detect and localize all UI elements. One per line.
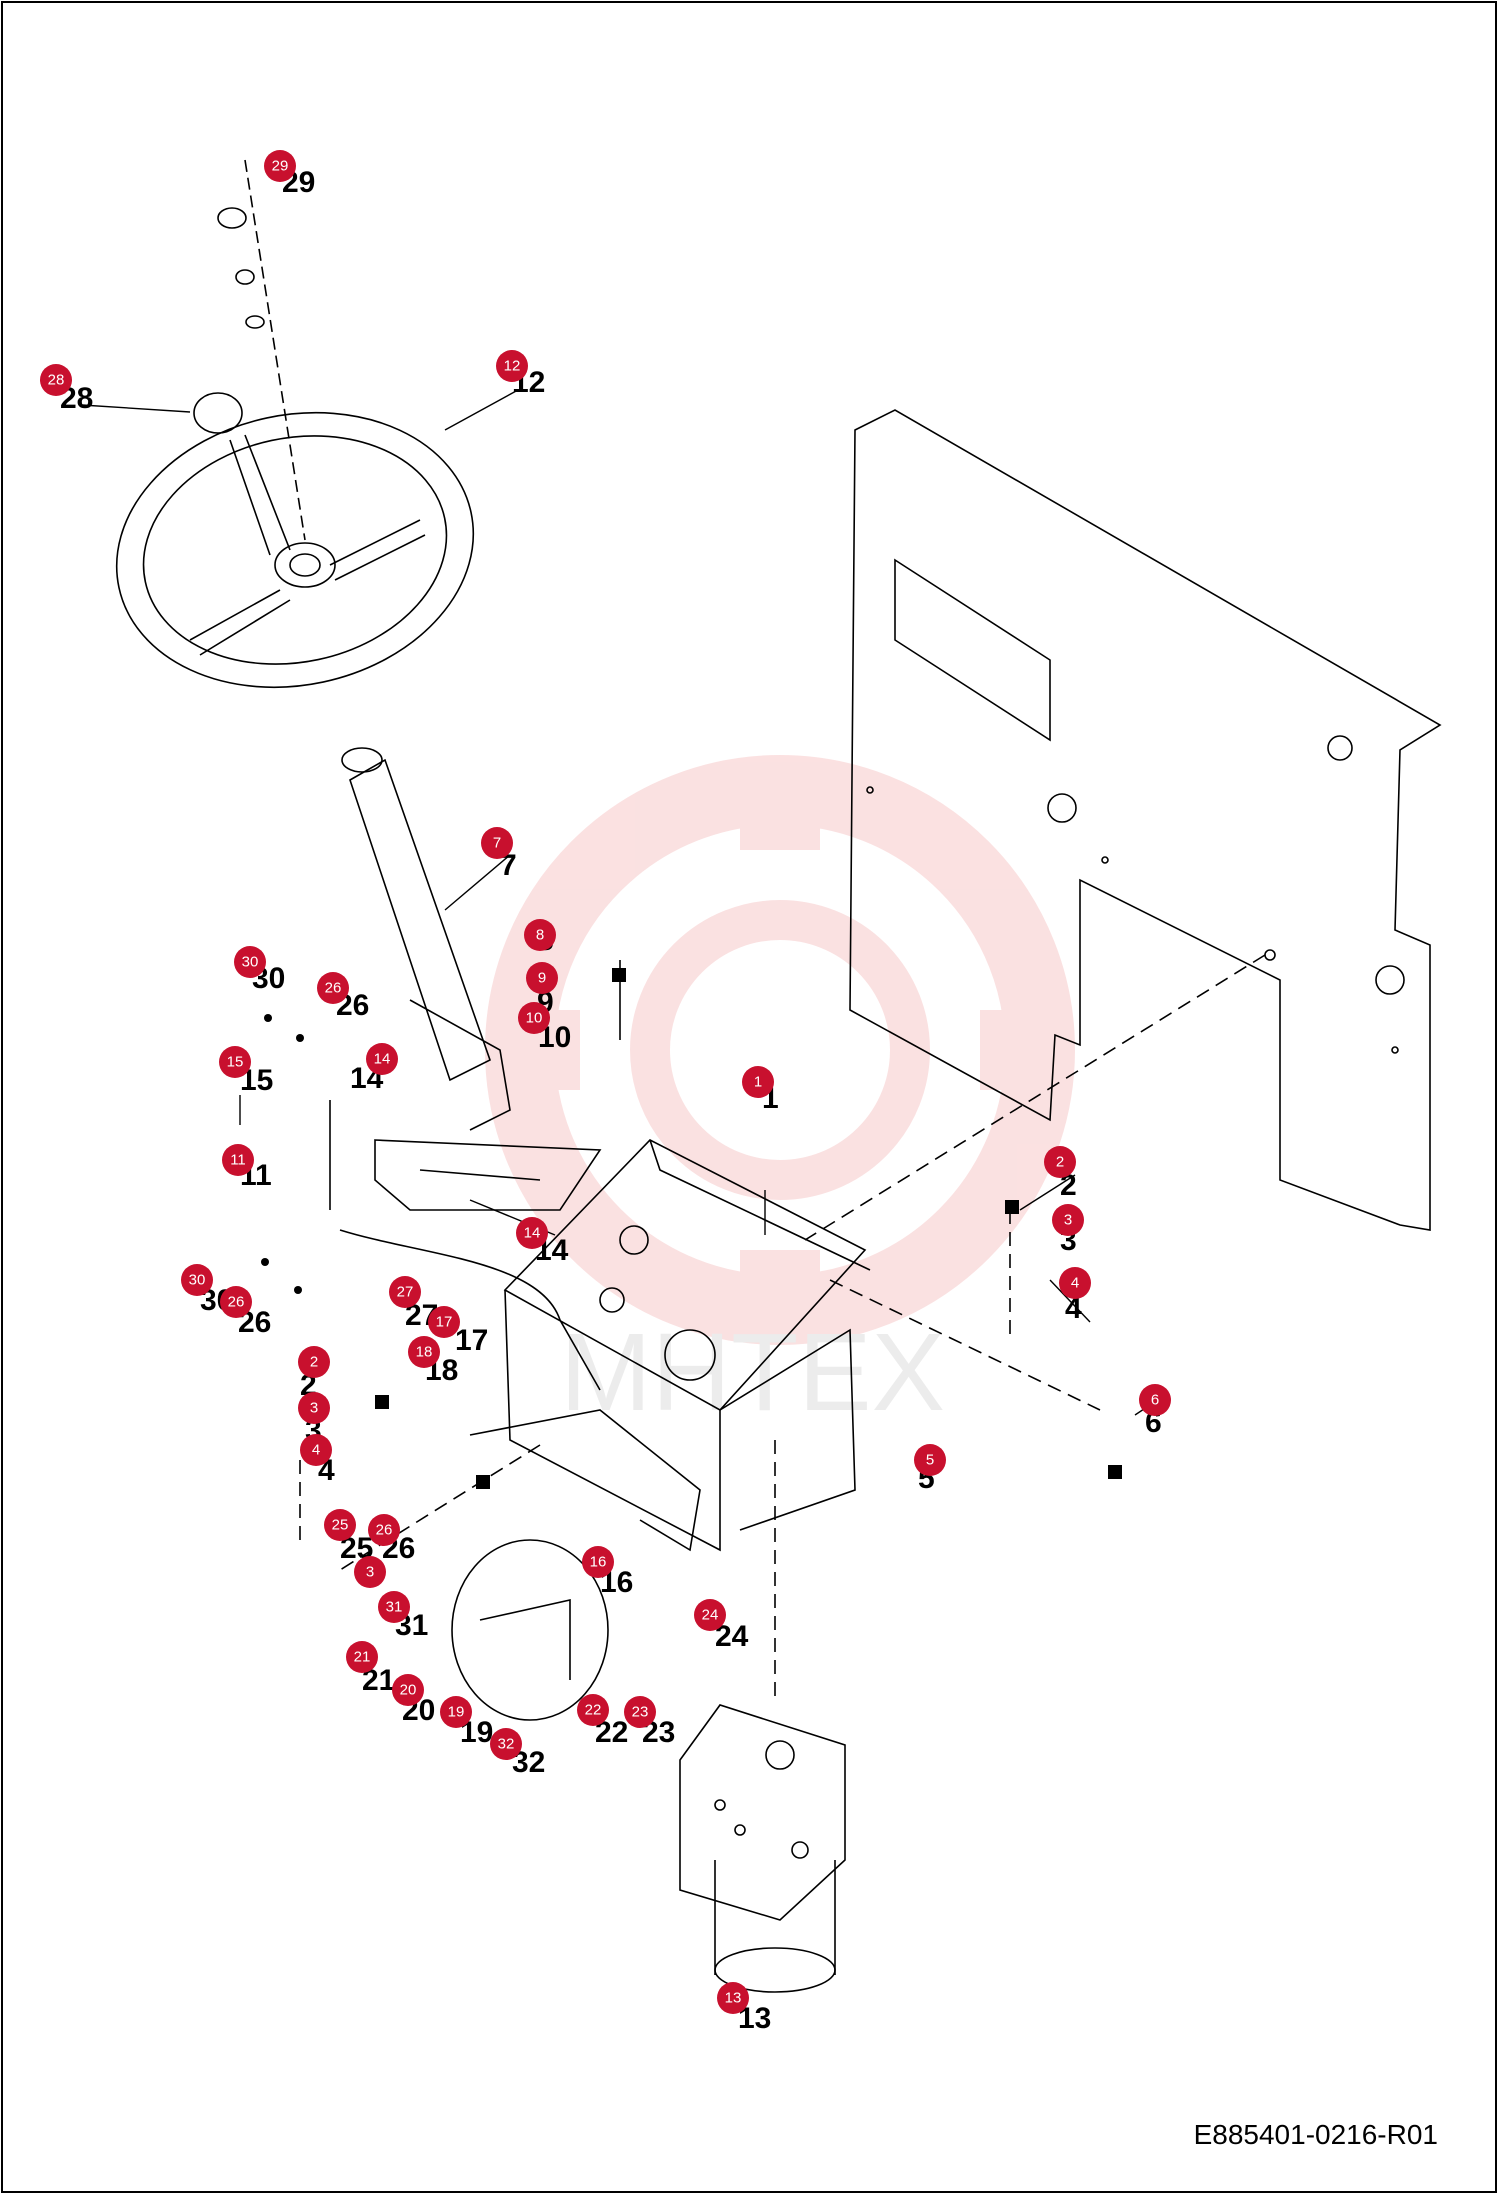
callout-marker: 32 — [490, 1728, 522, 1760]
callout-marker: 25 — [324, 1509, 356, 1541]
steering-valve — [679, 1704, 846, 1993]
svg-text:26: 26 — [228, 1294, 245, 1311]
svg-text:2: 2 — [310, 1354, 318, 1371]
svg-text:3: 3 — [310, 1400, 318, 1417]
svg-text:7: 7 — [493, 835, 501, 852]
svg-text:4: 4 — [1071, 1275, 1079, 1292]
callout-marker: 8 — [524, 919, 556, 951]
callout-marker: 19 — [440, 1696, 472, 1728]
svg-text:2: 2 — [1056, 1154, 1064, 1171]
drawing-number: E885401-0216-R01 — [1193, 2119, 1438, 2150]
svg-text:5: 5 — [926, 1452, 934, 1469]
svg-text:29: 29 — [272, 158, 289, 175]
watermark-logo: MHTEX — [485, 755, 1075, 1434]
svg-text:28: 28 — [48, 372, 65, 389]
svg-text:3: 3 — [1064, 1212, 1072, 1229]
callout-marker: 15 — [219, 1046, 251, 1078]
callout-marker: 30 — [181, 1264, 213, 1296]
callout-marker: 4 — [300, 1434, 332, 1466]
callout-marker: 4 — [1059, 1267, 1091, 1299]
svg-text:14: 14 — [524, 1225, 541, 1242]
svg-text:3: 3 — [366, 1564, 374, 1581]
callout-marker: 18 — [408, 1336, 440, 1368]
callout-marker: 22 — [577, 1694, 609, 1726]
callout-marker: 13 — [717, 1982, 749, 2014]
callout-marker: 1 — [742, 1066, 774, 1098]
svg-text:18: 18 — [416, 1344, 433, 1361]
svg-text:20: 20 — [400, 1682, 417, 1699]
steering-wheel — [115, 159, 475, 689]
callout-marker: 27 — [389, 1276, 421, 1308]
callout-marker: 21 — [346, 1641, 378, 1673]
svg-text:26: 26 — [325, 980, 342, 997]
svg-text:24: 24 — [702, 1607, 719, 1624]
callouts: 29 28 12 7 8 9 10 30 26 14 15 11 1 2 3 4… — [40, 150, 1171, 2014]
svg-text:26: 26 — [376, 1522, 393, 1539]
svg-text:12: 12 — [504, 358, 521, 375]
svg-text:19: 19 — [448, 1704, 465, 1721]
callout-marker: 9 — [526, 962, 558, 994]
svg-text:31: 31 — [386, 1599, 403, 1616]
callout-marker: 14 — [516, 1217, 548, 1249]
fasteners — [261, 968, 1122, 1489]
svg-text:32: 32 — [498, 1736, 515, 1753]
callout-marker: 30 — [234, 946, 266, 978]
watermark-text: MHTEX — [560, 1311, 945, 1434]
svg-text:4: 4 — [312, 1442, 320, 1459]
part-label: 4 — [1065, 1292, 1082, 1325]
svg-text:1: 1 — [754, 1074, 762, 1091]
svg-text:22: 22 — [585, 1702, 602, 1719]
svg-text:15: 15 — [227, 1054, 244, 1071]
callout-marker: 11 — [222, 1144, 254, 1176]
callout-marker: 6 — [1139, 1384, 1171, 1416]
callout-marker: 3 — [354, 1556, 386, 1588]
svg-text:6: 6 — [1151, 1392, 1159, 1409]
svg-text:25: 25 — [332, 1517, 349, 1534]
svg-text:23: 23 — [632, 1704, 649, 1721]
callout-marker: 20 — [392, 1674, 424, 1706]
svg-text:11: 11 — [230, 1152, 246, 1169]
callout-marker: 24 — [694, 1599, 726, 1631]
callout-marker: 26 — [220, 1286, 252, 1318]
svg-text:8: 8 — [536, 927, 544, 944]
svg-text:17: 17 — [436, 1314, 453, 1331]
mounting-bracket — [469, 1139, 871, 1552]
callout-marker: 12 — [496, 350, 528, 382]
part-label: 17 — [455, 1324, 488, 1357]
callout-marker: 16 — [582, 1546, 614, 1578]
callout-marker: 23 — [624, 1696, 656, 1728]
callout-marker: 28 — [40, 364, 72, 396]
callout-marker: 3 — [1052, 1204, 1084, 1236]
assembly-lines — [299, 954, 1266, 1700]
svg-text:21: 21 — [354, 1649, 371, 1666]
svg-text:10: 10 — [526, 1010, 543, 1027]
callout-marker: 7 — [481, 827, 513, 859]
callout-marker: 26 — [317, 972, 349, 1004]
svg-text:9: 9 — [538, 970, 546, 987]
callout-marker: 3 — [298, 1392, 330, 1424]
callout-marker: 29 — [264, 150, 296, 182]
callout-marker: 31 — [378, 1591, 410, 1623]
svg-text:14: 14 — [374, 1051, 391, 1068]
callout-marker: 10 — [518, 1002, 550, 1034]
leader-lines — [81, 389, 1166, 1416]
callout-marker: 26 — [368, 1514, 400, 1546]
line-art — [115, 159, 1442, 1993]
callout-marker: 14 — [366, 1043, 398, 1075]
svg-text:30: 30 — [242, 954, 259, 971]
callout-marker: 2 — [298, 1346, 330, 1378]
detail-circle — [451, 1539, 609, 1721]
steering-column — [341, 747, 602, 1211]
callout-marker: 5 — [914, 1444, 946, 1476]
svg-text:30: 30 — [189, 1272, 206, 1289]
callout-marker: 17 — [428, 1306, 460, 1338]
svg-text:13: 13 — [725, 1990, 742, 2007]
svg-text:27: 27 — [397, 1284, 414, 1301]
part-number-labels: 29 28 12 7 8 9 10 30 26 14 15 11 1 2 3 4… — [60, 166, 1162, 2035]
svg-text:16: 16 — [590, 1554, 607, 1571]
callout-marker: 2 — [1044, 1146, 1076, 1178]
